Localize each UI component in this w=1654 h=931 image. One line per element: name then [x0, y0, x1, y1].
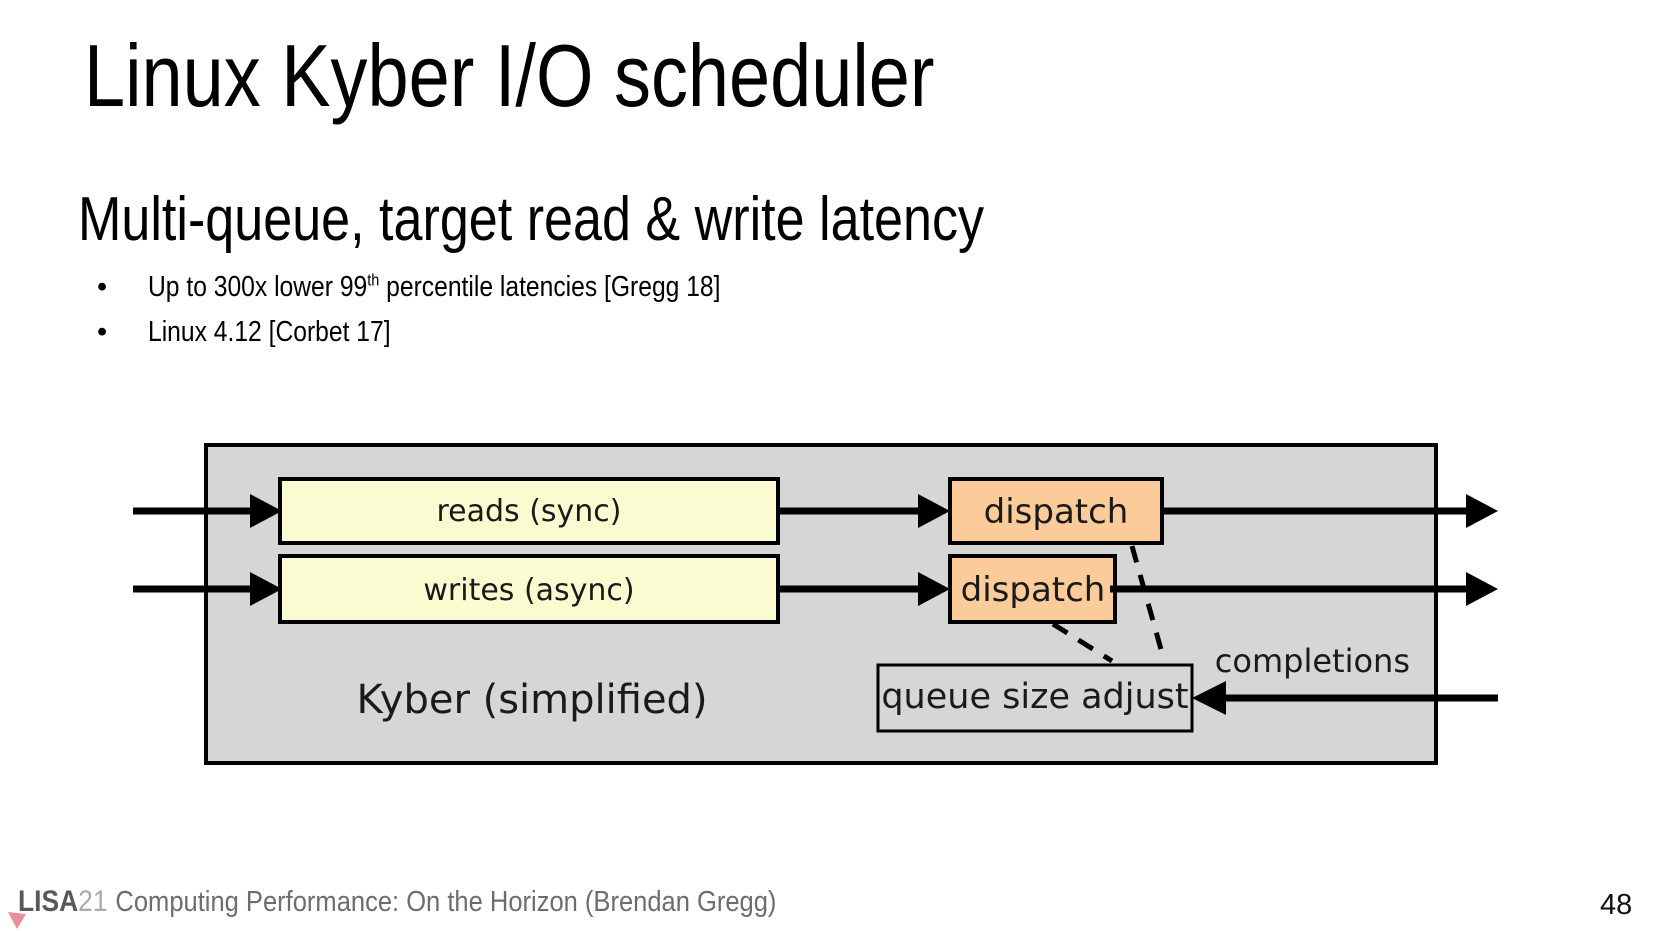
feedback-dashed-line-writes	[1051, 621, 1114, 664]
writes-queue-box	[278, 554, 780, 624]
feedback-dashed-line-reads	[1129, 545, 1167, 661]
bullet-superscript: th	[367, 270, 380, 290]
completions-label: completions	[1215, 642, 1410, 680]
queue-size-adjust-box	[876, 663, 1194, 733]
bullet-text-post: percentile latencies [Gregg 18]	[379, 271, 721, 303]
bullet-text-pre: Linux 4.12 [Corbet 17]	[148, 316, 391, 348]
bullet-text-pre: Up to 300x lower 99	[148, 271, 368, 303]
conference-year: 21	[78, 885, 108, 918]
dispatch-reads-label: dispatch	[984, 492, 1129, 532]
queue-size-adjust-label: queue size adjust	[881, 677, 1188, 717]
bullet-marker: •	[97, 316, 108, 348]
dispatch-writes-label: dispatch	[961, 570, 1106, 610]
slide-subtitle: Multi-queue, target read & write latency	[78, 185, 985, 254]
bullet-item-linux-version: Linux 4.12 [Corbet 17]	[148, 317, 391, 347]
bullet-item-latency: Up to 300x lower 99th percentile latenci…	[148, 270, 721, 303]
slide-title: Linux Kyber I/O scheduler	[84, 26, 935, 125]
arrow-writes-to-dispatch-head	[918, 572, 950, 606]
dispatch-writes-box	[948, 554, 1117, 624]
writes-queue-label: writes (async)	[423, 573, 634, 608]
reads-queue-label: reads (sync)	[436, 494, 621, 529]
diagram-caption: Kyber (simplified)	[356, 677, 707, 723]
footer-text: Computing Performance: On the Horizon (B…	[115, 886, 777, 918]
page-number: 48	[1600, 889, 1633, 921]
reads-queue-box	[278, 477, 780, 545]
conference-logo-text: LISA	[18, 885, 79, 918]
bullet-marker: •	[97, 271, 108, 303]
arrow-in-reads-head	[250, 494, 282, 528]
arrow-out-reads-head	[1466, 494, 1498, 528]
arrow-completions-head	[1192, 681, 1226, 715]
arrow-reads-to-dispatch-head	[918, 494, 950, 528]
arrow-in-writes-head	[250, 572, 282, 606]
arrow-out-writes-head	[1466, 572, 1498, 606]
corner-flag-icon	[8, 912, 26, 929]
